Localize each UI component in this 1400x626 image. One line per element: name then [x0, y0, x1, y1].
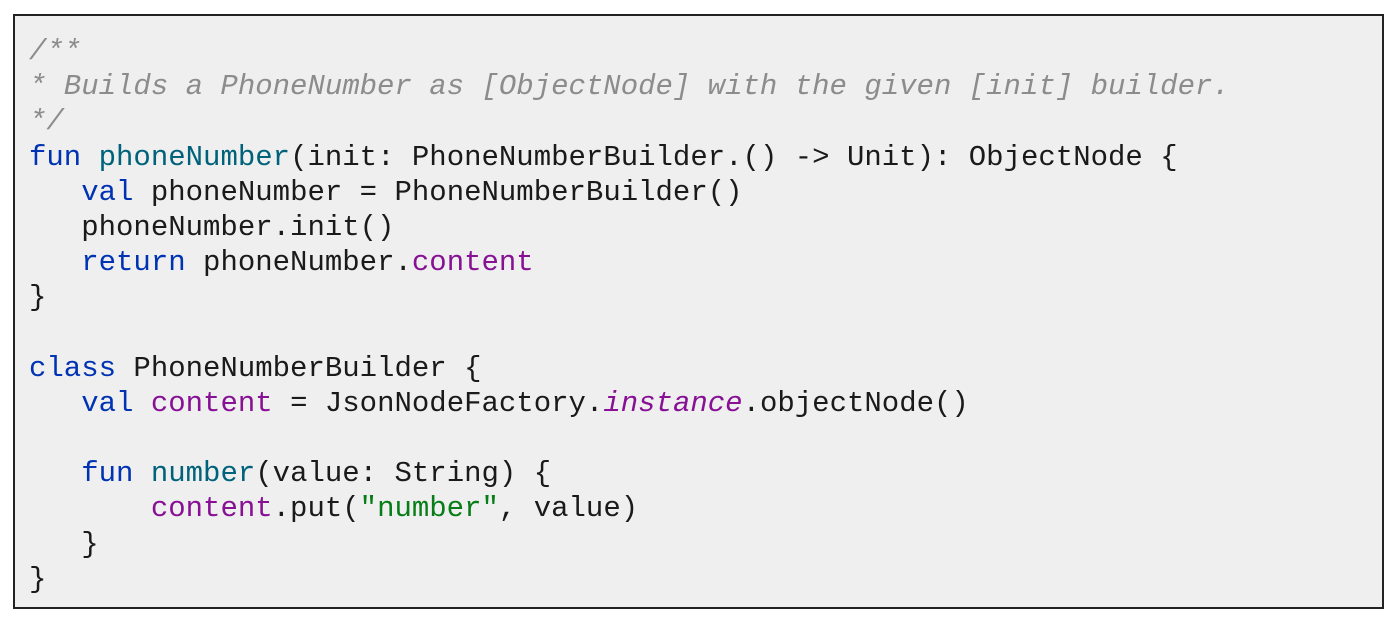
code-token-plain: PhoneNumberBuilder {: [116, 351, 482, 385]
code-line: [29, 421, 1230, 456]
code-snippet-box: /*** Builds a PhoneNumber as [ObjectNode…: [13, 14, 1384, 609]
code-token-plain: }: [29, 527, 99, 561]
code-token-plain: [133, 457, 150, 490]
code-line: val content = JsonNodeFactory.instance.o…: [29, 386, 1230, 421]
code-line: }: [29, 527, 1230, 562]
code-token-property: content: [150, 492, 273, 526]
code-token-plain: [81, 141, 98, 174]
code-token-keyword: class: [29, 351, 117, 385]
code-token-plain: [133, 387, 150, 420]
code-line: return phoneNumber.content: [29, 245, 1230, 280]
code-block: /*** Builds a PhoneNumber as [ObjectNode…: [29, 34, 1230, 597]
code-token-plain: [29, 387, 81, 420]
code-token-plain: [29, 176, 81, 209]
code-token-keyword: fun: [29, 140, 82, 174]
code-token-plain: [29, 492, 151, 525]
code-line: /**: [29, 34, 1230, 69]
code-token-static: instance: [603, 386, 743, 420]
code-token-comment: /**: [29, 35, 82, 68]
code-token-property: content: [150, 386, 273, 420]
code-token-plain: }: [29, 281, 47, 315]
code-line: }: [29, 280, 1230, 315]
code-token-plain: [29, 457, 81, 490]
code-line: val phoneNumber = PhoneNumberBuilder(): [29, 175, 1230, 210]
code-token-string: "number": [359, 492, 499, 526]
code-token-plain: (init: PhoneNumberBuilder.() -> Unit): O…: [290, 140, 1178, 174]
code-line: fun number(value: String) {: [29, 456, 1230, 491]
code-token-keyword: return: [81, 246, 186, 280]
code-token-plain: phoneNumber = PhoneNumberBuilder(): [133, 175, 743, 209]
code-token-comment: * Builds a PhoneNumber as [ObjectNode] w…: [29, 70, 1230, 104]
code-token-plain: phoneNumber.: [185, 246, 412, 280]
code-token-plain: = JsonNodeFactory.: [272, 386, 604, 420]
code-line: class PhoneNumberBuilder {: [29, 351, 1230, 386]
code-token-plain: .put(: [272, 492, 360, 526]
code-token-plain: .objectNode(): [742, 386, 969, 420]
code-line: }: [29, 562, 1230, 597]
code-token-function: phoneNumber: [98, 140, 291, 174]
code-line: phoneNumber.init(): [29, 210, 1230, 245]
code-line: */: [29, 104, 1230, 139]
code-token-plain: (value: String) {: [255, 457, 552, 491]
code-token-keyword: val: [81, 175, 134, 209]
code-token-property: content: [411, 246, 534, 280]
code-token-plain: , value): [498, 492, 639, 526]
code-token-plain: }: [29, 562, 47, 596]
code-line: content.put("number", value): [29, 491, 1230, 526]
code-token-plain: phoneNumber.init(): [29, 210, 395, 244]
code-line: [29, 316, 1230, 351]
code-line: fun phoneNumber(init: PhoneNumberBuilder…: [29, 140, 1230, 175]
code-line: * Builds a PhoneNumber as [ObjectNode] w…: [29, 69, 1230, 104]
code-token-keyword: val: [81, 386, 134, 420]
code-token-plain: [29, 246, 81, 279]
code-token-function: number: [150, 457, 256, 491]
code-token-keyword: fun: [81, 457, 134, 491]
code-token-comment: */: [29, 105, 64, 139]
